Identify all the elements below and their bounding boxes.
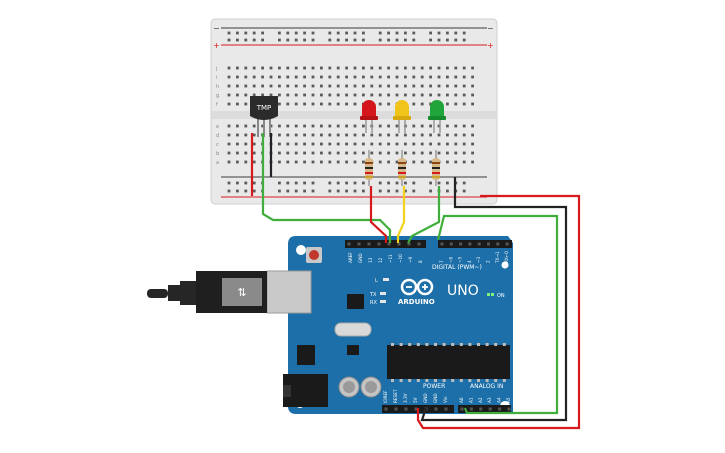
wire-yellow-led	[396, 186, 406, 243]
rx-label: RX	[370, 300, 377, 306]
pin-label: Vin	[443, 396, 448, 403]
wire-black-rail	[420, 177, 568, 422]
led-green	[428, 100, 446, 133]
model-label: UNO	[447, 283, 479, 299]
pin-label: GND	[423, 393, 428, 403]
pin-label: 3.3V	[403, 393, 408, 403]
pin-label: RESET	[393, 389, 398, 403]
pin-label: ~6	[448, 256, 453, 263]
pin-label: A5	[506, 397, 511, 403]
row-letter: c	[216, 142, 219, 148]
digital-header-left	[345, 240, 426, 248]
pin-label: GND	[433, 393, 438, 403]
usb-port	[266, 270, 312, 314]
wire-red-rail	[416, 194, 581, 430]
pin-label: ~11	[388, 254, 393, 263]
analog-header	[458, 405, 511, 413]
wire-green-sensor	[261, 133, 392, 243]
pin-label: AREF	[348, 252, 353, 263]
row-letter: a	[216, 160, 219, 166]
pin-label: A1	[468, 397, 473, 403]
pin-label: 8	[418, 260, 423, 263]
row-letter: i	[216, 75, 217, 81]
pin-label: ~3	[476, 256, 481, 263]
pin-label: 4	[467, 260, 472, 263]
rail-minus-label-right: −	[487, 24, 494, 33]
pin-label: IOREF	[383, 390, 388, 403]
row-letter: b	[216, 151, 219, 157]
logo-text: ARDUINO	[398, 298, 435, 306]
pin-label: A3	[487, 397, 492, 403]
usb-cable: ⇅	[147, 271, 267, 313]
led-red	[360, 100, 378, 133]
pin-label: A4	[497, 397, 502, 403]
arduino-logo-icon	[400, 278, 434, 296]
row-letter: g	[216, 93, 219, 99]
pin-label: 13	[368, 257, 373, 263]
wire-green-led	[407, 186, 441, 244]
on-label: ON	[497, 293, 505, 299]
pin-label: ~5	[458, 256, 463, 263]
pin-label: A0	[459, 397, 464, 403]
pin-label: RX←0	[504, 251, 509, 263]
row-letter: d	[216, 133, 219, 139]
pin-label: ~10	[398, 254, 403, 263]
resistor-3	[432, 150, 440, 186]
sensor-label: TMP	[256, 104, 272, 112]
usb-icon: ⇅	[237, 286, 246, 299]
tx-label: TX	[369, 292, 377, 298]
pin-label: 12	[378, 257, 383, 263]
row-letter: e	[216, 124, 219, 130]
analog-label: ANALOG IN	[470, 383, 503, 390]
wires	[250, 133, 581, 430]
pin-label: TX→1	[495, 251, 500, 264]
microcontroller-chip	[387, 345, 510, 379]
pin-label: A2	[478, 397, 483, 403]
rail-plus-label-right: +	[487, 41, 494, 50]
pin-label: 5V	[413, 397, 418, 403]
pin-label: 7	[439, 260, 444, 263]
pin-label: GND	[358, 253, 363, 263]
resistor-1	[365, 150, 373, 186]
wire-green-analog	[436, 214, 559, 415]
power-label: POWER	[423, 383, 445, 390]
row-letter: f	[216, 102, 218, 108]
arduino-board: DIGITAL (PWM~) ARDUINO UNO ON L TX RX	[266, 236, 513, 414]
rail-plus-label: +	[213, 41, 220, 50]
rail-minus-label: −	[213, 24, 220, 33]
led-yellow	[393, 100, 411, 133]
l-label: L	[375, 278, 378, 284]
row-letter: j	[215, 66, 217, 72]
pin-label: 2	[486, 260, 491, 263]
digital-header-right	[438, 240, 512, 248]
wire-red-led	[369, 186, 388, 243]
row-letter: h	[216, 84, 219, 90]
resistor-2	[398, 150, 406, 186]
pin-label: ~9	[408, 256, 413, 263]
digital-label: DIGITAL (PWM~)	[432, 264, 482, 271]
